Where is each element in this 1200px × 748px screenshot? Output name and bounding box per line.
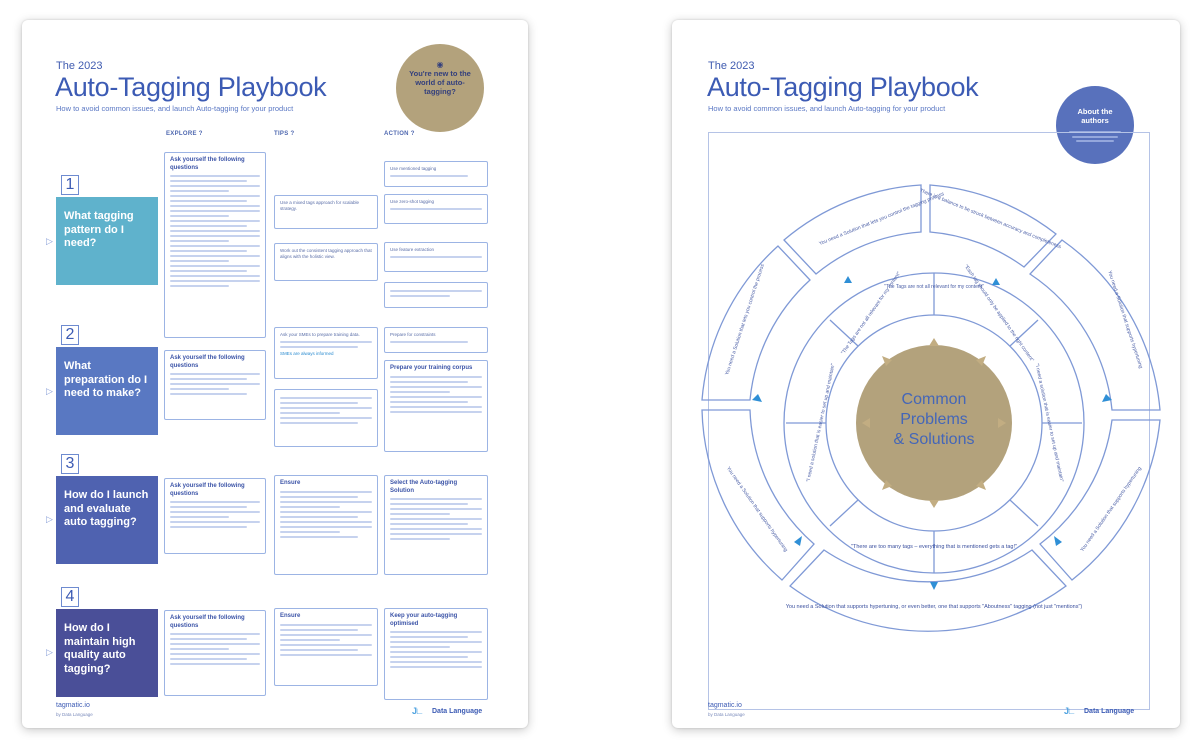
solution-text-bottom: You need a Solution that supports hypert…	[786, 604, 1083, 610]
step-1-action-1: Use mentioned tagging	[384, 161, 488, 187]
arrow-icon	[862, 418, 870, 428]
page-subtitle: How to avoid common issues, and launch A…	[708, 104, 946, 113]
arrow-icon	[882, 356, 892, 366]
step-1-action-3: Use feature extraction	[384, 242, 488, 272]
center-title-line-1: Common	[902, 391, 967, 408]
explore-heading: Ask yourself the following questions	[170, 157, 245, 171]
new-to-autotagging-badge: ◉ You're new to the world of auto-taggin…	[396, 44, 484, 132]
problem-text-top-left: "The Tags are not all relevant for my co…	[840, 271, 902, 356]
step-4-action-box: Keep your auto-tagging optimised	[384, 608, 488, 700]
arrow-icon	[844, 276, 852, 283]
page-title: Auto-Tagging Playbook	[55, 72, 327, 102]
solution-text-right: You need a Solution that supports hypert…	[1106, 270, 1143, 369]
step-1-explore-box: Ask yourself the following questions	[164, 152, 266, 338]
page-kicker: The 2023	[56, 60, 103, 72]
step-1-question: What tagging pattern do I need?	[56, 197, 158, 285]
diagram-frame	[708, 132, 1150, 710]
step-2-number: 2	[61, 325, 79, 345]
step-3-action-box: Select the Auto-tagging Solution	[384, 475, 488, 575]
step-4-number: 4	[61, 587, 79, 607]
step-3-arrow-icon: ▷	[46, 514, 53, 524]
step-4-explore-box: Ask yourself the following questions	[164, 610, 266, 696]
step-2-action-1: Prepare for constraints	[384, 327, 488, 353]
playbook-page-right: The 2023 Auto-Tagging Playbook How to av…	[672, 20, 1180, 728]
step-2-tip-1: Ask your SMEs to prepare training data. …	[274, 327, 378, 379]
center-circle	[856, 345, 1012, 501]
solution-text-bottom-left: You need a Solution that supports hypert…	[725, 466, 789, 553]
solution-segment-bottom-right	[1039, 419, 1161, 581]
arrow-icon	[930, 582, 938, 590]
page-subtitle: How to avoid common issues, and launch A…	[56, 104, 294, 113]
arrow-icon	[929, 500, 939, 508]
solution-segment-top	[929, 184, 1057, 268]
data-language-logo-icon: J∟	[412, 706, 424, 716]
arrow-icon	[976, 480, 986, 490]
step-3-tip-box: Ensure	[274, 475, 378, 575]
center-title-line-2: Problems	[900, 411, 968, 428]
explore-heading: Ask yourself the following questions	[170, 615, 245, 629]
step-4-question: How do I maintain high quality auto tagg…	[56, 609, 158, 697]
arrow-icon	[882, 480, 892, 490]
data-language-logo-icon: J∟	[1064, 706, 1076, 716]
explore-heading: Ask yourself the following questions	[170, 355, 245, 369]
outward-arrow-icons	[752, 276, 1112, 590]
arrow-icon	[1102, 394, 1112, 402]
page-title: Auto-Tagging Playbook	[707, 72, 979, 102]
column-header-action: ACTION ?	[384, 131, 415, 137]
playbook-page-left: The 2023 Auto-Tagging Playbook How to av…	[22, 20, 528, 728]
badge-heading: You're new to the world of auto-tagging?	[409, 69, 471, 96]
about-the-authors-badge: About the authors	[1056, 86, 1134, 164]
step-1-number: 1	[61, 175, 79, 195]
info-icon: ◉	[436, 60, 444, 69]
problem-text-top-right: "Each tag should only be applied to the …	[963, 264, 1035, 364]
footer-site-sub: by Data Language	[56, 712, 93, 717]
step-3-explore-box: Ask yourself the following questions	[164, 478, 266, 554]
solution-text-left: You need a Solution that lets you contro…	[724, 263, 766, 376]
inward-arrow-icons	[862, 338, 1006, 508]
step-2-question: What preparation do I need to make?	[56, 347, 158, 435]
step-2-arrow-icon: ▷	[46, 386, 53, 396]
arrow-icon	[794, 536, 802, 546]
solution-segment-top-left	[783, 184, 922, 275]
footer-site: tagmatic.io	[56, 702, 90, 709]
solution-segment-bottom-left	[701, 409, 815, 581]
arrow-icon	[752, 394, 762, 402]
column-header-explore: EXPLORE ?	[166, 131, 203, 137]
page-kicker: The 2023	[708, 60, 755, 72]
step-4-arrow-icon: ▷	[46, 647, 53, 657]
arrow-icon	[976, 356, 986, 366]
arrow-icon	[1054, 536, 1062, 546]
problem-text-bottom: "There are too many tags – everything th…	[851, 544, 1017, 550]
badge-text-lines	[1069, 128, 1121, 144]
footer-site: tagmatic.io	[708, 702, 742, 709]
step-4-tip-box: Ensure	[274, 608, 378, 686]
arrow-icon	[929, 338, 939, 346]
step-2-action-2: Prepare your training corpus	[384, 360, 488, 452]
footer-brand: Data Language	[432, 708, 483, 715]
problems-solutions-wheel: Common Problems & Solutions "The Tags ar…	[701, 184, 1161, 632]
footer-brand: Data Language	[1084, 708, 1135, 715]
center-title-line-3: & Solutions	[894, 431, 975, 448]
solution-segment-left	[701, 245, 811, 401]
step-3-question: How do I launch and evaluate auto taggin…	[56, 476, 158, 564]
arrow-icon	[998, 418, 1006, 428]
arrow-icon	[992, 278, 1000, 285]
step-1-action-2: Use zero-shot tagging	[384, 194, 488, 224]
explore-heading: Ask yourself the following questions	[170, 483, 245, 497]
problem-text-top: "The Tags are not all relevant for my co…	[884, 284, 984, 290]
step-2-tip-2	[274, 389, 378, 447]
step-2-explore-box: Ask yourself the following questions	[164, 350, 266, 420]
step-1-tip-1: Use a mixed tags approach for scalable s…	[274, 195, 378, 229]
solution-segment-bottom	[789, 549, 1067, 632]
column-header-tips: TIPS ?	[274, 131, 295, 137]
footer-site-sub: by Data Language	[708, 712, 745, 717]
solution-segment-right	[1028, 239, 1161, 411]
step-1-tip-2: Work out the consistent tagging approach…	[274, 243, 378, 281]
step-3-number: 3	[61, 454, 79, 474]
step-1-arrow-icon: ▷	[46, 236, 53, 246]
step-1-action-4	[384, 282, 488, 308]
badge-heading: About the authors	[1077, 106, 1113, 125]
